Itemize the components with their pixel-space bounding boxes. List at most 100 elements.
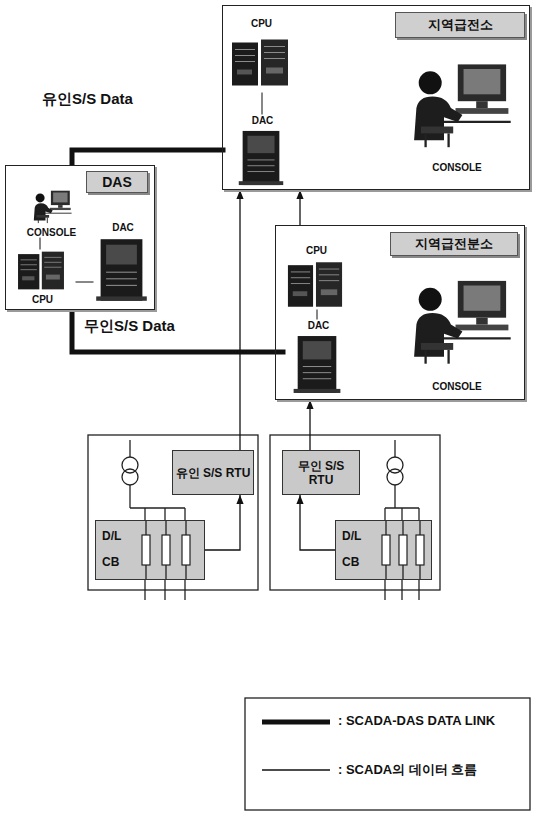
shape: [418, 287, 441, 310]
dac-icon: [286, 334, 348, 395]
shape: [58, 205, 63, 208]
shape: [232, 42, 258, 85]
unit-label: CONSOLE: [398, 381, 517, 392]
shape: [424, 349, 426, 363]
unit-label: DAC: [286, 320, 352, 331]
shape: [10, 250, 72, 291]
shape: [247, 165, 274, 166]
console-unit: CONSOLE: [10, 188, 94, 238]
shape: [457, 64, 505, 101]
shape: [242, 130, 279, 184]
shape: [455, 324, 508, 330]
shape: [264, 52, 285, 53]
unit-label: DAC: [226, 115, 300, 126]
legend-line: [262, 769, 330, 770]
shape: [106, 278, 137, 279]
data-flow: [205, 495, 240, 550]
shape: [247, 171, 274, 172]
cpu-unit: CPU: [286, 245, 348, 310]
breaker-label: D/L: [102, 529, 121, 543]
legend-text: : SCADA의 데이터 흐름: [338, 761, 477, 779]
shape: [421, 126, 453, 133]
cpu-unit: CPU: [10, 250, 76, 305]
dac-icon: [226, 129, 296, 187]
shape: [290, 277, 309, 278]
data-link: [72, 150, 226, 165]
transformer-coil: [122, 469, 138, 485]
station-title: 지역급전분소: [390, 232, 518, 256]
data-flow: [300, 495, 335, 550]
shape: [297, 336, 336, 393]
console-icon: [398, 262, 513, 378]
shape: [463, 285, 500, 310]
unit-label: CPU: [230, 18, 294, 29]
shape: [302, 341, 330, 359]
station-box: 지역급전분소 CPU DAC CONSOLE: [275, 225, 525, 400]
shape: [382, 535, 390, 565]
console-unit: CONSOLE: [398, 48, 517, 173]
shape: [22, 276, 34, 280]
shape: [399, 535, 407, 565]
console-icon: [398, 48, 513, 159]
shape: [235, 46, 285, 61]
rtu-box: 무인 S/S RTU: [282, 450, 360, 495]
shape: [290, 283, 309, 284]
legend-text: : SCADA-DAS DATA LINK: [338, 713, 495, 728]
breaker-label: CB: [342, 555, 359, 569]
data-flow: [317, 310, 318, 320]
rtu-label: 무인 S/S RTU: [285, 459, 357, 487]
shape: [45, 274, 59, 279]
shape: [20, 269, 36, 270]
shape: [235, 55, 255, 56]
shape: [247, 159, 274, 171]
shape: [302, 366, 330, 367]
cpu-icon: [10, 250, 72, 291]
shape: [96, 296, 147, 300]
shape: [44, 261, 61, 262]
shape: [447, 133, 449, 147]
shape: [238, 181, 282, 185]
unit-label: CONSOLE: [398, 162, 517, 173]
shape: [302, 366, 330, 378]
shape: [235, 61, 255, 62]
shape: [36, 215, 49, 218]
link-label: 무인S/S Data: [82, 317, 177, 336]
shape: [414, 96, 462, 140]
data-flow: [309, 400, 310, 450]
shape: [20, 264, 36, 265]
shape: [416, 535, 424, 565]
shape: [20, 259, 36, 260]
shape: [237, 69, 252, 74]
station-title: 지역급전소: [395, 12, 525, 38]
shape: [182, 535, 190, 565]
shape: [235, 49, 255, 50]
shape: [18, 254, 39, 289]
shape: [53, 192, 67, 202]
legend-line: [262, 720, 330, 725]
data-flow: [239, 190, 240, 450]
shape: [106, 271, 137, 272]
shape: [10, 188, 90, 224]
bus-bar: [130, 507, 185, 508]
shape: [33, 203, 52, 220]
shape: [106, 244, 137, 264]
cpu-unit: CPU: [230, 18, 294, 93]
breaker-label: D/L: [342, 529, 361, 543]
shape: [447, 349, 449, 363]
shape: [46, 217, 47, 222]
shape: [20, 257, 61, 269]
shape: [106, 284, 137, 285]
shape: [106, 272, 137, 285]
transformer-lead: [129, 485, 130, 508]
legend-frame: [245, 698, 530, 810]
shape: [292, 291, 307, 296]
shape: [88, 435, 530, 810]
dac-unit: DAC: [94, 222, 153, 304]
shape: [247, 159, 274, 160]
shape: [318, 280, 338, 281]
shape: [424, 133, 426, 147]
shape: [293, 388, 340, 392]
shape: [37, 217, 38, 222]
shape: [476, 317, 488, 324]
